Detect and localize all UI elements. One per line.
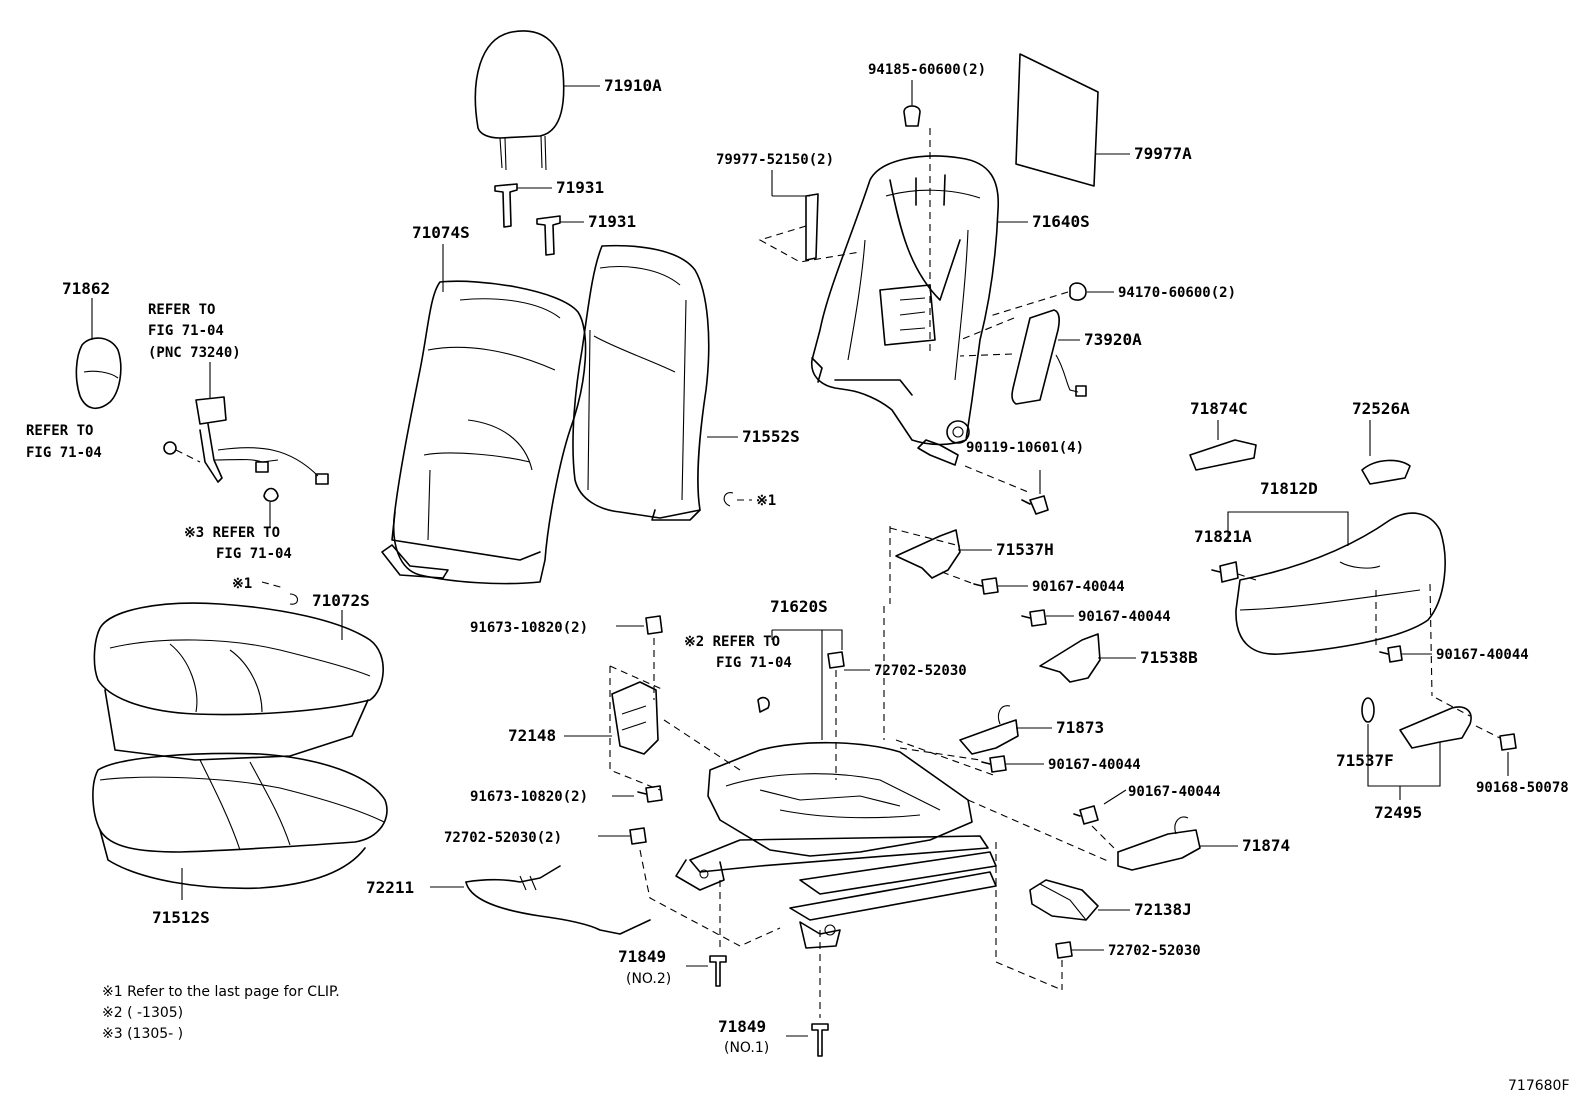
label-90167-d: 90167-40044 (1048, 757, 1141, 773)
recliner-cover-lower-part (1039, 633, 1101, 683)
label-71931-lower: 71931 (588, 212, 636, 231)
label-94185: 94185-60600(2) (868, 62, 986, 78)
refer-mark3-1: ※3 REFER TO (184, 525, 280, 541)
label-90167-e: 90167-40044 (1128, 784, 1221, 800)
seat-side-shield-part (1235, 512, 1446, 655)
mark1-upper: ※1 (756, 493, 776, 509)
seat-cushion-pad-part (92, 752, 388, 890)
label-71537F: 71537F (1336, 751, 1394, 770)
label-79977-52150: 79977-52150(2) (716, 152, 834, 168)
label-90167-a: 90167-40044 (1032, 579, 1125, 595)
seatback-frame-part (810, 155, 1000, 466)
label-72211: 72211 (366, 878, 414, 897)
sublabel-no1: (NO.1) (724, 1040, 769, 1056)
note-2: ※2 ( -1305) (102, 1005, 183, 1021)
seat-track-cover-outer-part (1117, 816, 1201, 871)
label-72526A: 72526A (1352, 399, 1410, 418)
refer-line-2: FIG 71-04 (148, 323, 224, 339)
seatback-assembly-part (381, 280, 587, 585)
headrest-guide-part (494, 183, 561, 256)
label-90167-right: 90167-40044 (1436, 647, 1529, 663)
headrest-part (474, 30, 565, 171)
refer-left-2: FIG 71-04 (26, 445, 102, 461)
seat-adjuster-part (675, 741, 997, 949)
label-90167-b: 90167-40044 (1078, 609, 1171, 625)
recliner-cover-inner-part (895, 529, 961, 579)
label-71552S: 71552S (742, 427, 800, 446)
label-94170: 94170-60600(2) (1118, 285, 1236, 301)
mark1-lower: ※1 (232, 576, 252, 592)
sublabel-no2: (NO.2) (626, 971, 671, 987)
refer-line-3: (PNC 73240) (148, 345, 241, 361)
label-71849-no1: 71849 (718, 1017, 766, 1036)
seat-cushion-assembly-part (93, 602, 384, 761)
label-71910A: 71910A (604, 76, 662, 95)
label-72702-b: 72702-52030(2) (444, 830, 562, 846)
figure-id: 717680F (1508, 1078, 1570, 1094)
label-71862: 71862 (62, 279, 110, 298)
label-71812D: 71812D (1260, 479, 1318, 498)
track-cover-part (1029, 879, 1099, 921)
label-90119: 90119-10601(4) (966, 440, 1084, 456)
label-71874C: 71874C (1190, 399, 1248, 418)
recliner-cover-part (1399, 706, 1472, 749)
label-91673-a: 91673-10820(2) (470, 620, 588, 636)
label-71512S: 71512S (152, 908, 210, 927)
refer-mark2-1: ※2 REFER TO (684, 634, 780, 650)
label-71537H: 71537H (996, 540, 1054, 559)
seat-belt-buckle-part (195, 396, 329, 485)
adjuster-wire-part (465, 865, 651, 935)
label-91673-b: 91673-10820(2) (470, 789, 588, 805)
bracket-part (611, 681, 659, 755)
label-71873: 71873 (1056, 718, 1104, 737)
label-71874: 71874 (1242, 836, 1290, 855)
label-72495: 72495 (1374, 803, 1422, 822)
note-3: ※3 (1305- ) (102, 1026, 183, 1042)
label-90168: 90168-50078 (1476, 780, 1569, 796)
label-72702-a: 72702-52030 (874, 663, 967, 679)
label-71849-no2: 71849 (618, 947, 666, 966)
label-71074S: 71074S (412, 223, 470, 242)
label-71640S: 71640S (1032, 212, 1090, 231)
label-73920A: 73920A (1084, 330, 1142, 349)
refer-mark2-2: FIG 71-04 (716, 655, 792, 671)
side-airbag-part (1011, 309, 1087, 405)
label-71538B: 71538B (1140, 648, 1198, 667)
label-71620S: 71620S (770, 597, 828, 616)
label-72138J: 72138J (1134, 900, 1192, 919)
seat-track-cover-part (959, 705, 1019, 755)
belt-guide-cover-part (75, 337, 122, 409)
seatback-pad-part (1015, 53, 1099, 187)
label-72148: 72148 (508, 726, 556, 745)
label-72702-c: 72702-52030 (1108, 943, 1201, 959)
refer-mark3-2: FIG 71-04 (216, 546, 292, 562)
label-79977A: 79977A (1134, 144, 1192, 163)
label-71821A: 71821A (1194, 527, 1252, 546)
note-1: ※1 Refer to the last page for CLIP. (102, 984, 340, 1000)
label-71931-upper: 71931 (556, 178, 604, 197)
refer-left-1: REFER TO (26, 423, 93, 439)
label-71072S: 71072S (312, 591, 370, 610)
seatback-cover-part (572, 244, 710, 521)
refer-line-1: REFER TO (148, 302, 215, 318)
